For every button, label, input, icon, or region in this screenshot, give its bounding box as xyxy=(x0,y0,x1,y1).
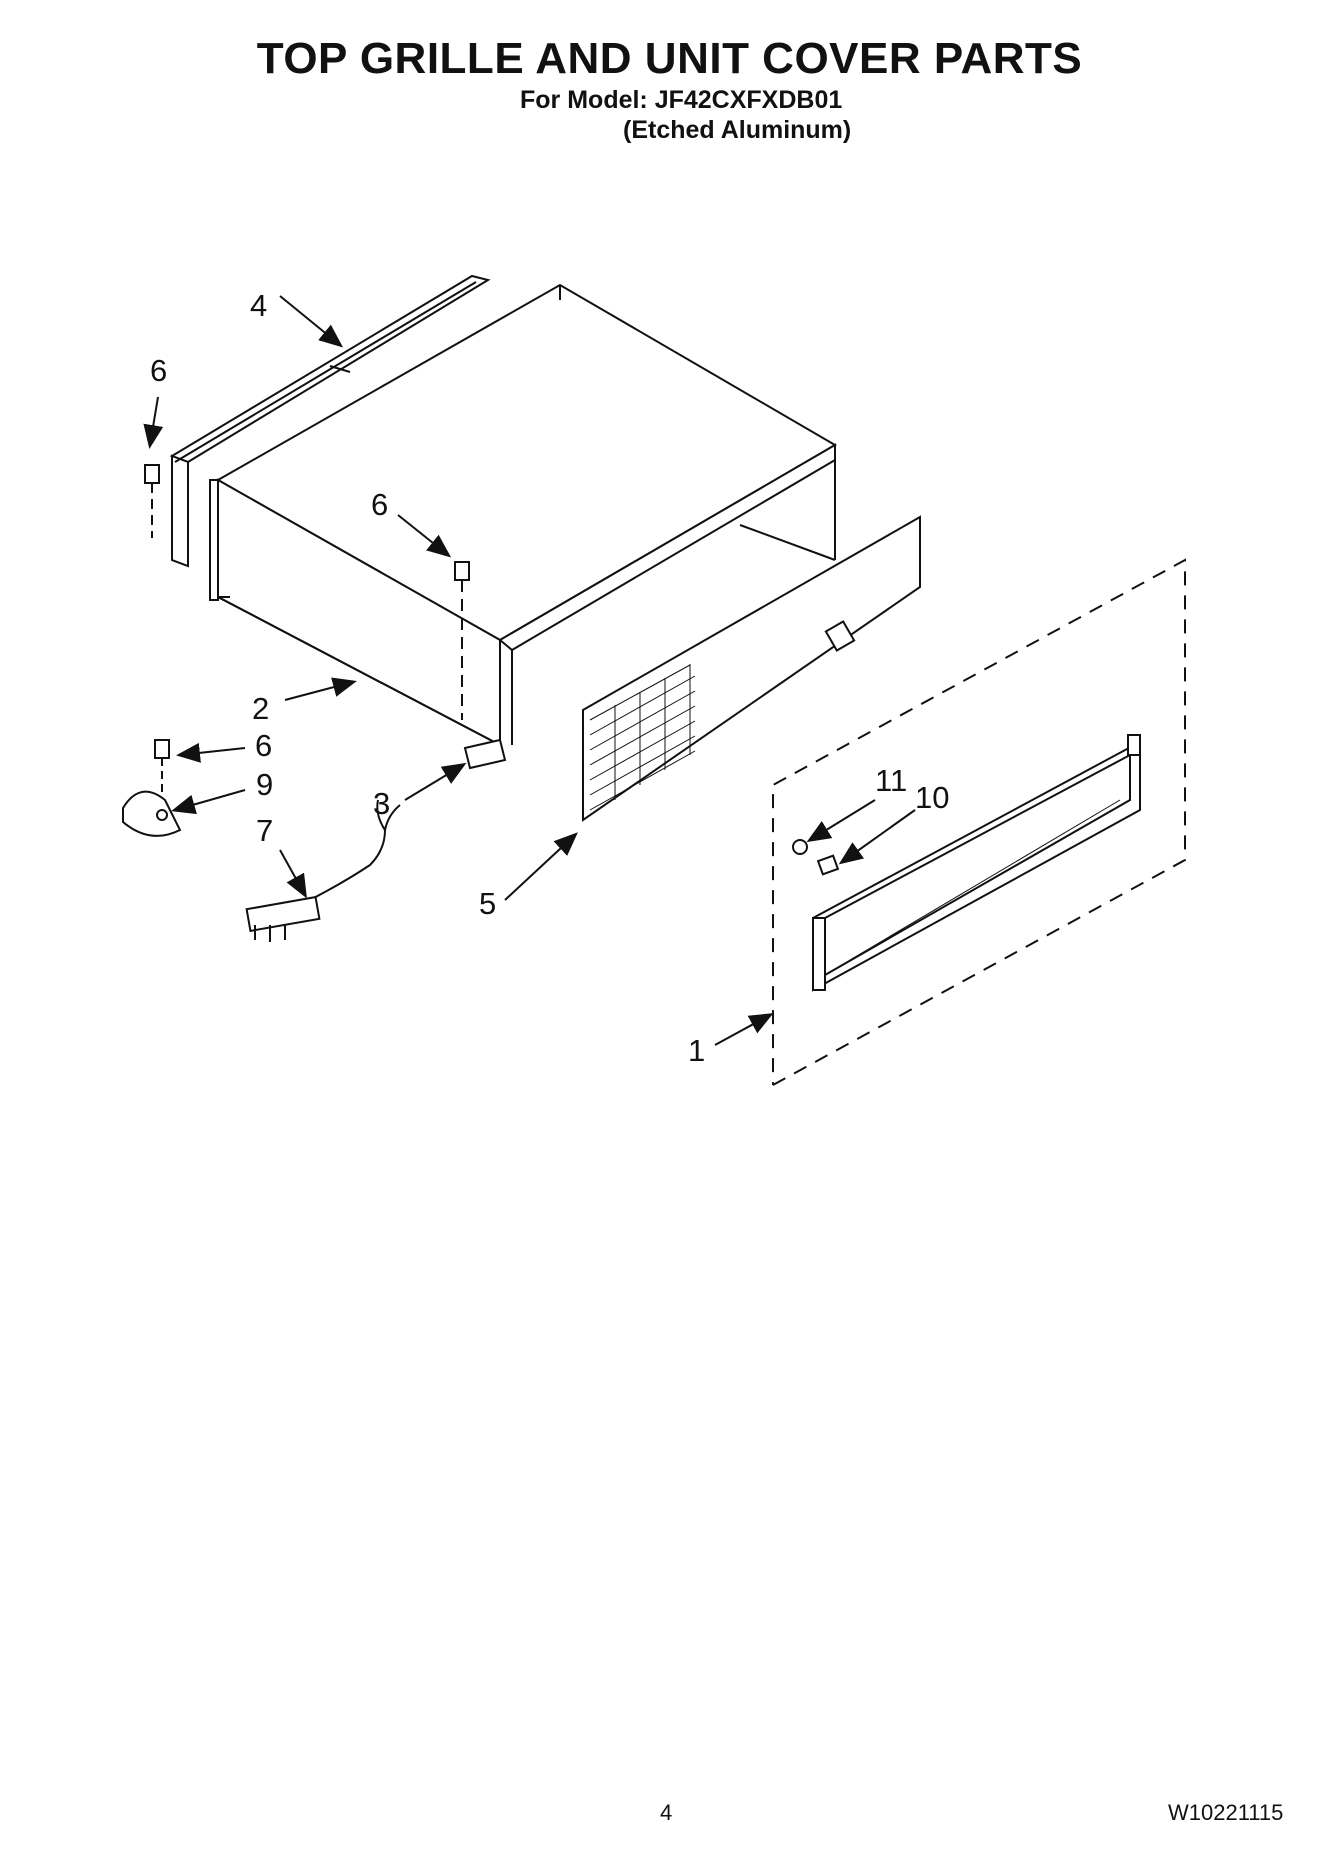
callout-4: 4 xyxy=(250,288,267,323)
callout-3: 3 xyxy=(373,786,390,821)
callout-1: 1 xyxy=(688,1033,705,1068)
callout-7: 7 xyxy=(256,813,273,848)
unit-cover-part xyxy=(209,283,837,747)
page-number: 4 xyxy=(660,1800,673,1825)
toe-grille-dashed-outline xyxy=(772,558,1186,1086)
callout-6-lower: 6 xyxy=(255,728,272,763)
model-line: For Model: JF42CXFXDB01 xyxy=(520,86,843,114)
document-number: W10221115 xyxy=(1168,1800,1284,1825)
bracket-part xyxy=(463,738,507,770)
callout-6-left: 6 xyxy=(150,353,167,388)
callout-6-center: 6 xyxy=(371,487,388,522)
callout-9: 9 xyxy=(256,767,273,802)
callout-10: 10 xyxy=(915,780,949,815)
fastener-parts xyxy=(792,839,840,876)
grille-panel-part xyxy=(582,515,921,822)
page-title: TOP GRILLE AND UNIT COVER PARTS xyxy=(256,34,1083,83)
leader-arrows xyxy=(143,295,916,1046)
clamp-part xyxy=(122,790,182,837)
finish-line: (Etched Aluminum) xyxy=(623,116,852,144)
callout-2: 2 xyxy=(252,691,269,726)
screw-parts xyxy=(144,464,470,802)
toe-grille-part xyxy=(812,734,1141,992)
wire-harness-part xyxy=(245,799,401,942)
rear-strip-part xyxy=(169,274,491,568)
callout-5: 5 xyxy=(479,886,496,921)
callout-11: 11 xyxy=(875,763,907,798)
